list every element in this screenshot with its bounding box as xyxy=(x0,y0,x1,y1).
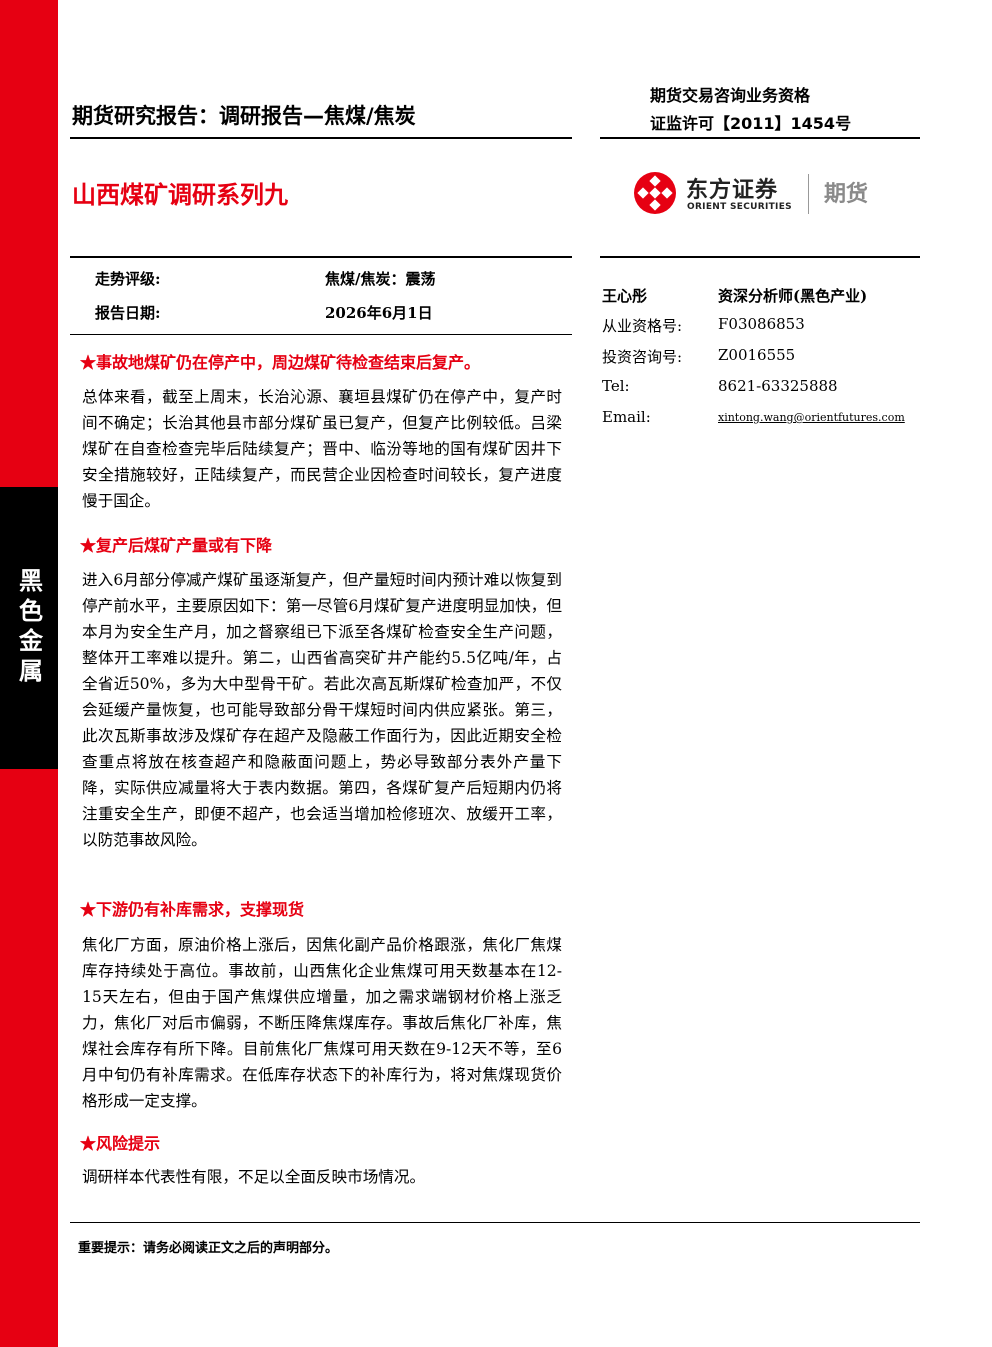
consult-no-label: 投资咨询号: xyxy=(602,348,683,366)
report-type: 期货研究报告：调研报告—焦煤/焦炭 xyxy=(72,104,416,128)
section-heading-restocking: ★下游仍有补库需求，支撑现货 xyxy=(80,900,305,919)
qualification-no-value: F03086853 xyxy=(718,315,805,333)
logo-chinese-name: 东方证券 xyxy=(686,178,779,203)
analyst-name: 王心彤 xyxy=(602,287,648,305)
consult-no-value: Z0016555 xyxy=(718,346,796,364)
section-body-output: 进入6月部分停减产煤矿虽逐渐复产，但产量短时间内预计难以恢复到停产前水平，主要原… xyxy=(82,571,562,849)
section-heading-output: ★复产后煤矿产量或有下降 xyxy=(80,536,273,555)
section-body-restocking: 焦化厂方面，原油价格上涨后，因焦化副产品价格跟涨，焦化厂焦煤库存持续处于高位。事… xyxy=(82,936,562,1110)
logo-futures-label: 期货 xyxy=(824,182,869,207)
category-label: 黑色金属 xyxy=(14,568,43,688)
analyst-title: 资深分析师(黑色产业) xyxy=(718,287,868,305)
footer-disclaimer-note: 重要提示：请务必阅读正文之后的声明部分。 xyxy=(78,1241,339,1256)
qualification-line-2: 证监许可【2011】1454号 xyxy=(650,114,852,133)
qualification-block: 期货交易咨询业务资格 证监许可【2011】1454号 xyxy=(650,82,851,138)
analyst-top-rule xyxy=(600,256,920,258)
qualification-line-1: 期货交易咨询业务资格 xyxy=(650,86,811,105)
header-rule xyxy=(70,137,572,139)
company-logo: 东方证券 ORIENT SECURITIES 期货 xyxy=(632,170,892,218)
logo-english-name: ORIENT SECURITIES xyxy=(687,202,792,212)
logo-mark-icon xyxy=(634,172,676,214)
category-side-tab: 黑色金属 xyxy=(0,487,58,769)
section-body-suspension: 总体来看，截至上周末，长治沁源、襄垣县煤矿仍在停产中，复产时间不确定；长治其他县… xyxy=(82,388,562,510)
rating-value: 焦煤/焦炭：震荡 xyxy=(325,270,436,288)
section-body-risk: 调研样本代表性有限，不足以全面反映市场情况。 xyxy=(82,1168,426,1186)
rating-label: 走势评级: xyxy=(95,270,161,288)
email-label: Email: xyxy=(602,408,651,426)
section-heading-risk: ★风险提示 xyxy=(80,1134,161,1153)
meta-bottom-rule xyxy=(70,334,572,335)
header-rule-right xyxy=(600,137,920,139)
meta-top-rule xyxy=(70,256,572,258)
email-link[interactable]: xintong.wang@orientfutures.com xyxy=(718,411,905,424)
tel-value: 8621-63325888 xyxy=(718,377,838,395)
section-heading-suspension: ★事故地煤矿仍在停产中，周边煤矿待检查结束后复产。 xyxy=(80,353,481,372)
tel-label: Tel: xyxy=(602,377,630,395)
page-title: 山西煤矿调研系列九 xyxy=(72,181,288,209)
report-date-label: 报告日期: xyxy=(95,304,161,322)
qualification-no-label: 从业资格号: xyxy=(602,317,683,335)
report-date-value: 2026年6月1日 xyxy=(325,304,433,322)
logo-divider xyxy=(808,174,809,214)
footer-rule xyxy=(70,1222,920,1223)
